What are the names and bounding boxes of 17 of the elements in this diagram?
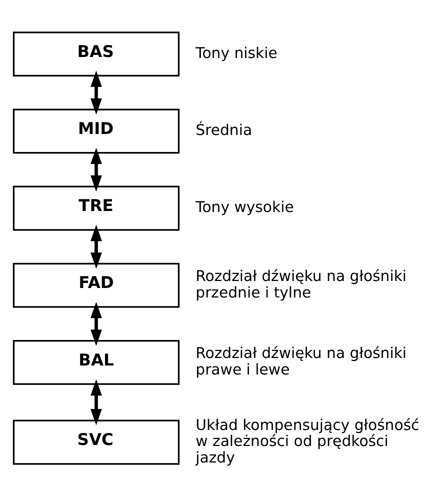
arrow xyxy=(90,70,102,115)
node-label: Rozdział dźwięku na głośniki przednie i tylne xyxy=(196,267,407,302)
node-box: BAL xyxy=(12,340,180,385)
node-label: Średnia xyxy=(196,120,252,139)
arrow xyxy=(90,379,102,426)
arrow xyxy=(90,148,102,192)
node-box: SVC xyxy=(12,420,180,465)
node-box: BAS xyxy=(12,32,180,76)
node-label: Układ kompensujący głośność w zależności od prędkości jazdy xyxy=(196,416,420,466)
node-box: FAD xyxy=(12,262,180,308)
node-label: Rozdział dźwięku na głośniki prawe i lewe xyxy=(196,344,407,378)
node-box: TRE xyxy=(12,186,180,231)
node-label: Tony niskie xyxy=(196,44,278,62)
arrow xyxy=(90,302,102,346)
node-label: Tony wysokie xyxy=(196,198,294,216)
arrow xyxy=(90,224,102,269)
node-box: MID xyxy=(12,108,180,154)
